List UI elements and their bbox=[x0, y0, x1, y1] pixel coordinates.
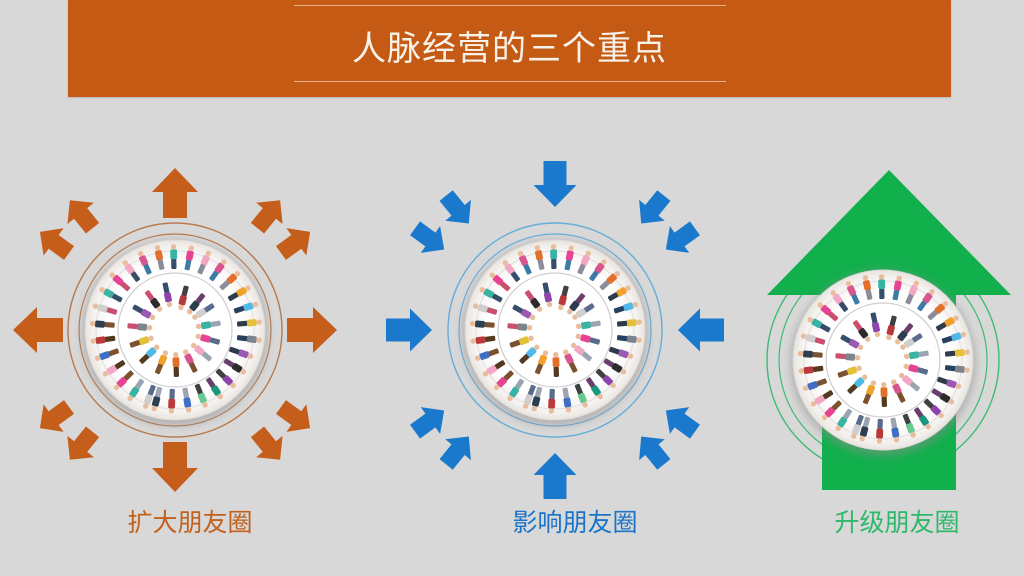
expand-label: 扩大朋友圈 bbox=[127, 509, 253, 537]
upgrade-label: 升级朋友圈 bbox=[834, 509, 960, 537]
slide-title: 人脉经营的三个重点 bbox=[352, 30, 667, 68]
banner-bottom-rule bbox=[293, 81, 726, 82]
title-banner: 人脉经营的三个重点 bbox=[68, 0, 951, 97]
influence-inward-arrows-graphic bbox=[386, 161, 724, 499]
influence-label: 影响朋友圈 bbox=[512, 509, 638, 537]
expand-outward-arrows-graphic bbox=[13, 168, 337, 492]
upgrade-up-arrow-graphic bbox=[766, 170, 1011, 490]
banner-top-rule bbox=[293, 5, 726, 6]
